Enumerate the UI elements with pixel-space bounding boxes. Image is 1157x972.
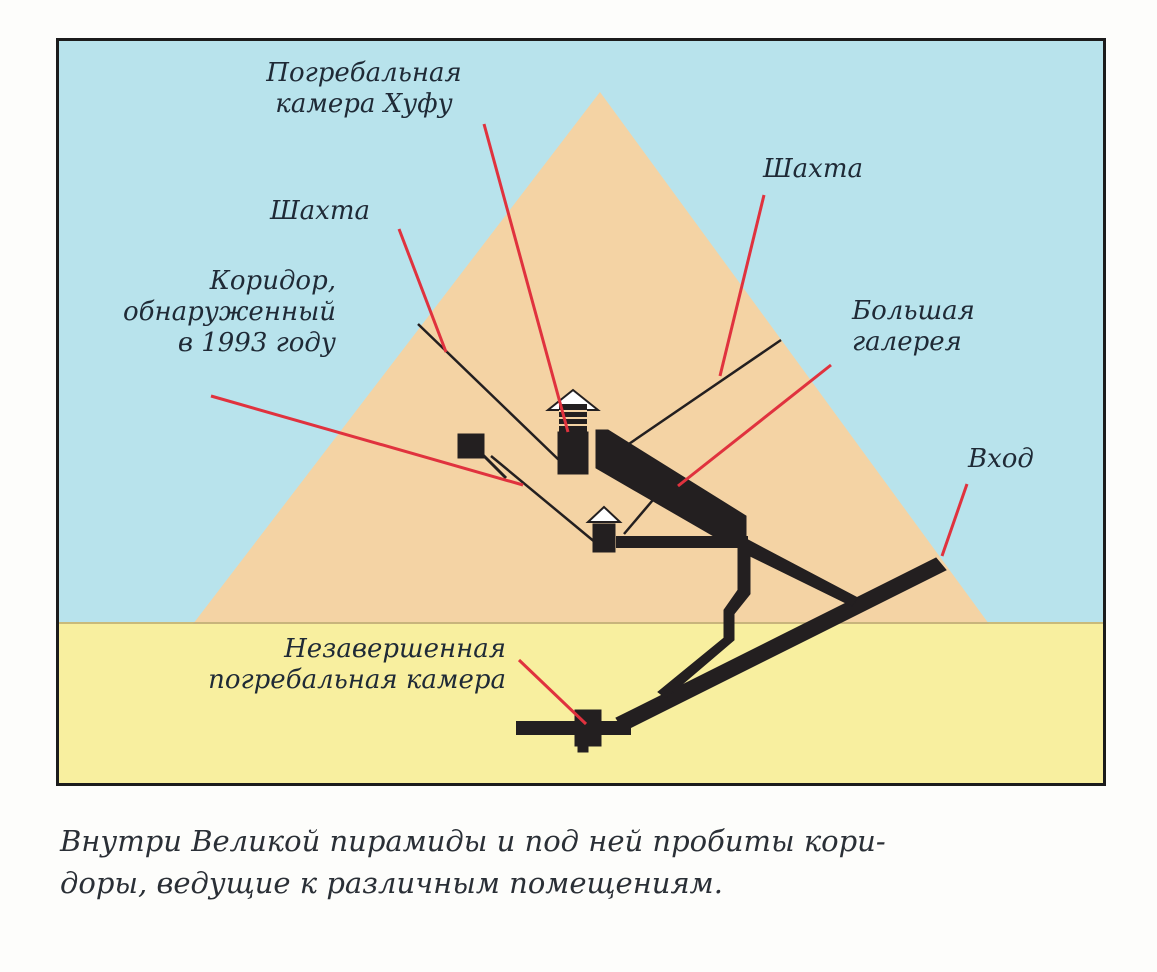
passages bbox=[457, 429, 947, 753]
label-grand-gallery-line-2: галерея bbox=[852, 327, 962, 357]
label-unfinished-chamber: Незавершенная погребальная камера bbox=[116, 634, 506, 696]
queen-chamber bbox=[592, 523, 616, 553]
label-corridor-1993-line-3: в 1993 году bbox=[177, 328, 336, 358]
label-khufu-chamber-line-2: камера Хуфу bbox=[275, 89, 453, 119]
label-entrance-text: Вход bbox=[968, 444, 1034, 474]
label-grand-gallery: Большая галерея bbox=[852, 296, 975, 358]
leader-corridor-1993 bbox=[210, 394, 524, 487]
label-unfinished-chamber-line-1: Незавершенная bbox=[284, 634, 506, 664]
leader-unfinished-chamber bbox=[517, 658, 588, 726]
pyramid-body bbox=[193, 92, 989, 624]
queen-chamber-shaft-left bbox=[490, 455, 597, 544]
label-shaft-right: Шахта bbox=[763, 154, 863, 185]
caption-line-1: Внутри Великой пирамиды и под ней пробит… bbox=[60, 824, 886, 858]
label-shaft-left-text: Шахта bbox=[270, 196, 370, 226]
label-corridor-1993-line-2: обнаруженный bbox=[123, 297, 336, 327]
label-corridor-1993-line-1: Коридор, bbox=[209, 266, 336, 296]
label-corridor-1993: Коридор, обнаруженный в 1993 году bbox=[76, 266, 336, 359]
corridor-1993-niche bbox=[457, 433, 485, 459]
corridor-1993-line bbox=[480, 452, 508, 480]
leader-entrance bbox=[940, 483, 969, 557]
leader-shaft-left bbox=[397, 228, 448, 353]
shaft-left-line bbox=[417, 323, 562, 463]
caption-line-2: доры, ведущие к различным помещениям. bbox=[60, 866, 723, 900]
label-entrance: Вход bbox=[968, 444, 1034, 475]
khufu-chamber bbox=[557, 431, 589, 475]
label-shaft-left: Шахта bbox=[270, 196, 370, 227]
diagram-canvas bbox=[56, 38, 1106, 786]
leader-shaft-right bbox=[718, 194, 766, 377]
pyramid-diagram: Погребальная камера Хуфу Шахта Шахта Кор… bbox=[56, 38, 1106, 786]
shaft-right-line bbox=[600, 338, 782, 465]
well-shaft bbox=[657, 547, 751, 699]
unfinished-chamber-pit bbox=[577, 737, 589, 753]
label-unfinished-chamber-line-2: погребальная камера bbox=[208, 665, 506, 695]
label-khufu-chamber-line-1: Погребальная bbox=[266, 58, 462, 88]
ground bbox=[56, 622, 1106, 786]
label-grand-gallery-line-1: Большая bbox=[852, 296, 975, 326]
leader-khufu-chamber bbox=[482, 123, 570, 433]
label-khufu-chamber: Погребальная камера Хуфу bbox=[244, 58, 484, 120]
figure-caption: Внутри Великой пирамиды и под ней пробит… bbox=[60, 820, 1120, 904]
queen-gable-roof bbox=[585, 505, 623, 523]
diagram-frame bbox=[56, 38, 1106, 786]
leader-lines bbox=[210, 123, 969, 726]
label-shaft-right-text: Шахта bbox=[763, 154, 863, 184]
leader-grand-gallery bbox=[677, 363, 832, 488]
